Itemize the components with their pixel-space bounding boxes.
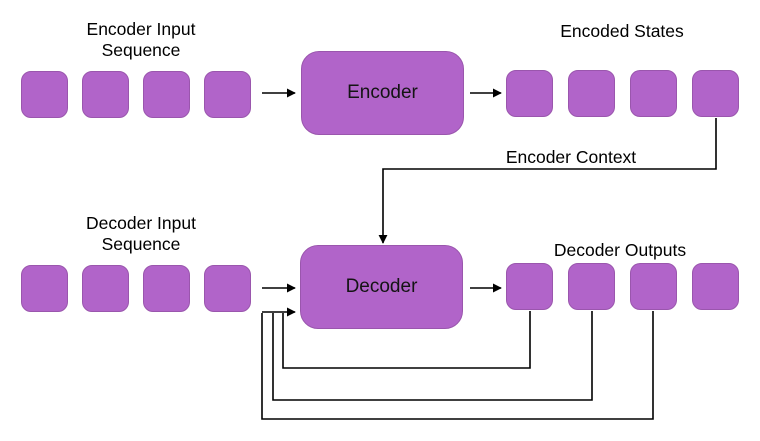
decoder-input-block: [82, 265, 129, 312]
encoder-input-block: [21, 71, 68, 118]
decoder-input-sequence-label: Decoder Input Sequence: [41, 213, 241, 255]
encoder-input-block: [143, 71, 190, 118]
encoder-context-label: Encoder Context: [505, 147, 637, 167]
decoder-box-label: Decoder: [345, 276, 418, 297]
decoder-outputs-label: Decoder Outputs: [553, 240, 687, 260]
decoder-input-label-line1: Decoder Input: [86, 213, 196, 233]
decoder-output-block: [506, 263, 553, 310]
encoder-input-label-line1: Encoder Input: [86, 19, 196, 39]
encoder-box: Encoder: [301, 51, 464, 135]
encoder-context-connector: [378, 118, 717, 244]
encoder-input-sequence-label: Encoder Input Sequence: [41, 19, 241, 61]
encoder-input-label-line2: Sequence: [101, 40, 181, 60]
encoded-state-block: [692, 70, 739, 117]
decoder-output-block: [630, 263, 677, 310]
encoded-state-block: [568, 70, 615, 117]
decoder-box: Decoder: [300, 245, 463, 329]
decoder-input-blocks: [21, 265, 251, 312]
decoder-output-block: [568, 263, 615, 310]
decoder-input-label-line2: Sequence: [101, 234, 181, 254]
encoded-states-label: Encoded States: [560, 21, 684, 41]
decoder-input-block: [21, 265, 68, 312]
encoded-state-block: [630, 70, 677, 117]
encoder-input-blocks: [21, 71, 251, 118]
encoded-state-block: [506, 70, 553, 117]
encoder-input-block: [82, 71, 129, 118]
encoded-state-blocks: [506, 70, 739, 117]
encoder-input-block: [204, 71, 251, 118]
decoder-input-block: [204, 265, 251, 312]
decoder-input-block: [143, 265, 190, 312]
decoder-output-blocks: [506, 263, 739, 310]
encoder-box-label: Encoder: [347, 82, 418, 103]
decoder-output-block: [692, 263, 739, 310]
